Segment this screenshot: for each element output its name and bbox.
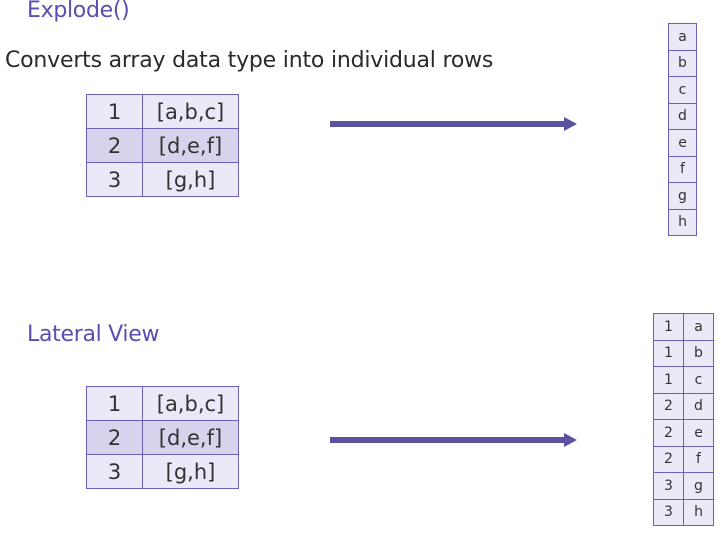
table-row: d bbox=[668, 102, 697, 130]
array-value-cell: [a,b,c] bbox=[142, 94, 239, 129]
row-key-cell: 2 bbox=[86, 128, 143, 163]
row-key-cell: 2 bbox=[653, 445, 684, 473]
table-row: b bbox=[668, 49, 697, 77]
row-key-cell: 1 bbox=[86, 94, 143, 129]
row-key-cell: 3 bbox=[86, 454, 143, 489]
row-key-cell: 3 bbox=[653, 472, 684, 500]
array-value-cell: [g,h] bbox=[142, 162, 239, 197]
row-key-cell: 2 bbox=[653, 392, 684, 420]
output-value-cell: c bbox=[683, 366, 714, 394]
table-row: 3 [g,h] bbox=[86, 454, 239, 489]
table-row: g bbox=[668, 182, 697, 210]
row-key-cell: 1 bbox=[86, 386, 143, 421]
table-row: f bbox=[668, 155, 697, 183]
array-value-cell: [a,b,c] bbox=[142, 386, 239, 421]
output-value-cell: e bbox=[668, 129, 697, 157]
output-value-cell: a bbox=[683, 313, 714, 341]
output-value-cell: f bbox=[683, 445, 714, 473]
explode-input-table: 1 [a,b,c] 2 [d,e,f] 3 [g,h] bbox=[86, 94, 239, 197]
explode-output-table: a b c d e f g h bbox=[668, 23, 697, 236]
output-value-cell: g bbox=[683, 472, 714, 500]
right-arrow-icon bbox=[330, 117, 577, 131]
row-key-cell: 2 bbox=[653, 419, 684, 447]
explode-heading: Explode() bbox=[27, 0, 130, 23]
output-value-cell: d bbox=[683, 392, 714, 420]
table-row: 2 [d,e,f] bbox=[86, 128, 239, 163]
row-key-cell: 1 bbox=[653, 366, 684, 394]
output-value-cell: b bbox=[683, 339, 714, 367]
table-row: 1 [a,b,c] bbox=[86, 386, 239, 421]
row-key-cell: 2 bbox=[86, 420, 143, 455]
table-row: 1 [a,b,c] bbox=[86, 94, 239, 129]
table-row: 2 [d,e,f] bbox=[86, 420, 239, 455]
array-value-cell: [g,h] bbox=[142, 454, 239, 489]
output-value-cell: f bbox=[668, 155, 697, 183]
table-row: h bbox=[668, 208, 697, 236]
output-value-cell: g bbox=[668, 182, 697, 210]
array-value-cell: [d,e,f] bbox=[142, 420, 239, 455]
output-value-cell: e bbox=[683, 419, 714, 447]
table-row: e bbox=[668, 129, 697, 157]
output-value-cell: d bbox=[668, 102, 697, 130]
output-value-cell: a bbox=[668, 23, 697, 51]
row-key-cell: 1 bbox=[653, 339, 684, 367]
row-key-cell: 3 bbox=[653, 498, 684, 526]
array-value-cell: [d,e,f] bbox=[142, 128, 239, 163]
right-arrow-icon bbox=[330, 433, 577, 447]
explode-description: Converts array data type into individual… bbox=[5, 48, 494, 73]
output-value-cell: h bbox=[683, 498, 714, 526]
lateral-view-heading: Lateral View bbox=[27, 322, 160, 347]
output-value-cell: b bbox=[668, 49, 697, 77]
table-row: a bbox=[668, 23, 697, 51]
output-value-cell: c bbox=[668, 76, 697, 104]
row-key-cell: 3 bbox=[86, 162, 143, 197]
output-value-cell: h bbox=[668, 208, 697, 236]
lateral-view-input-table: 1 [a,b,c] 2 [d,e,f] 3 [g,h] bbox=[86, 386, 239, 489]
row-key-cell: 1 bbox=[653, 313, 684, 341]
table-row: c bbox=[668, 76, 697, 104]
table-row: 3 [g,h] bbox=[86, 162, 239, 197]
